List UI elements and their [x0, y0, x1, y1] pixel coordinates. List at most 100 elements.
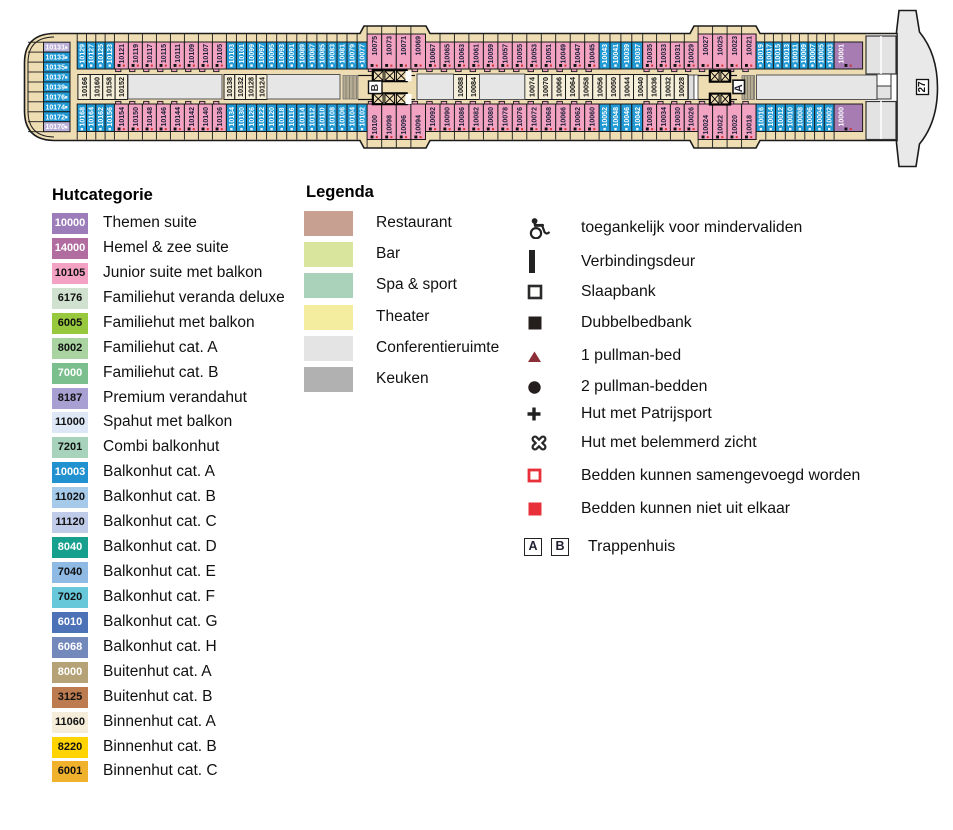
svg-text:10176: 10176	[46, 94, 66, 101]
svg-text:10061: 10061	[474, 44, 481, 64]
svg-text:10037: 10037	[635, 44, 642, 64]
svg-text:10064: 10064	[568, 77, 577, 97]
svg-text:10138: 10138	[225, 77, 234, 97]
svg-text:10126: 10126	[249, 107, 256, 127]
svg-text:10085: 10085	[319, 44, 326, 64]
svg-text:10043: 10043	[602, 44, 609, 64]
svg-text:10046: 10046	[624, 107, 631, 127]
svg-text:10058: 10058	[582, 77, 591, 97]
svg-text:10174: 10174	[46, 104, 66, 111]
svg-text:10096: 10096	[401, 115, 408, 135]
svg-text:10040: 10040	[636, 77, 645, 97]
svg-text:10032: 10032	[663, 77, 672, 97]
svg-text:10083: 10083	[329, 44, 336, 64]
svg-text:10110: 10110	[319, 107, 326, 126]
svg-text:10136: 10136	[217, 107, 224, 127]
svg-text:10115: 10115	[161, 44, 168, 63]
svg-text:10125: 10125	[98, 44, 105, 64]
svg-text:10013: 10013	[784, 44, 791, 64]
svg-text:10162: 10162	[98, 107, 105, 127]
svg-text:10090: 10090	[445, 107, 452, 127]
svg-text:10050: 10050	[609, 77, 618, 97]
svg-text:10077: 10077	[360, 44, 367, 64]
svg-text:10134: 10134	[229, 107, 236, 127]
svg-text:10127: 10127	[89, 44, 96, 64]
svg-text:10103: 10103	[229, 44, 236, 64]
svg-text:10060: 10060	[589, 107, 596, 127]
svg-text:10104: 10104	[350, 107, 357, 127]
svg-text:10041: 10041	[613, 44, 620, 64]
svg-text:10005: 10005	[819, 44, 826, 64]
svg-text:10066: 10066	[555, 77, 564, 97]
svg-text:10065: 10065	[445, 44, 452, 64]
svg-text:10130: 10130	[239, 107, 246, 127]
svg-text:10079: 10079	[350, 44, 357, 64]
svg-text:10069: 10069	[416, 36, 423, 56]
svg-text:27: 27	[917, 81, 928, 93]
svg-text:10024: 10024	[703, 115, 710, 135]
svg-text:10031: 10031	[675, 44, 682, 64]
svg-text:10053: 10053	[532, 44, 539, 64]
svg-text:10146: 10146	[161, 107, 168, 127]
svg-text:10055: 10055	[517, 44, 524, 64]
svg-text:10018: 10018	[746, 115, 753, 135]
svg-text:10020: 10020	[732, 115, 739, 135]
svg-text:10073: 10073	[387, 36, 394, 56]
svg-text:10109: 10109	[189, 44, 196, 64]
svg-text:10168: 10168	[79, 107, 86, 127]
svg-text:10075: 10075	[372, 36, 379, 56]
svg-text:10091: 10091	[289, 44, 296, 64]
svg-text:10042: 10042	[635, 107, 642, 127]
svg-text:10088: 10088	[456, 77, 465, 97]
svg-text:10025: 10025	[717, 36, 724, 56]
svg-text:10001: 10001	[839, 44, 846, 64]
svg-text:10048: 10048	[613, 107, 620, 127]
svg-text:10068: 10068	[546, 107, 553, 127]
svg-text:10056: 10056	[595, 77, 604, 97]
svg-text:10036: 10036	[650, 77, 659, 97]
svg-text:10120: 10120	[269, 107, 276, 127]
svg-text:10062: 10062	[575, 107, 582, 127]
svg-text:10006: 10006	[807, 107, 814, 127]
svg-text:10009: 10009	[801, 44, 808, 64]
svg-text:10133: 10133	[46, 55, 66, 62]
svg-text:10122: 10122	[259, 107, 266, 127]
svg-text:10128: 10128	[247, 77, 256, 97]
svg-text:10039: 10039	[624, 44, 631, 64]
svg-text:10100: 10100	[372, 115, 379, 135]
svg-text:10084: 10084	[469, 77, 478, 97]
svg-text:10012: 10012	[778, 107, 785, 127]
svg-text:10052: 10052	[602, 107, 609, 127]
svg-text:10071: 10071	[401, 36, 408, 56]
svg-text:10101: 10101	[239, 44, 246, 64]
svg-text:10010: 10010	[788, 107, 795, 127]
svg-text:10026: 10026	[689, 107, 696, 127]
svg-text:10023: 10023	[732, 36, 739, 56]
svg-text:10139: 10139	[46, 84, 66, 91]
svg-text:10108: 10108	[329, 107, 336, 127]
svg-text:10067: 10067	[430, 44, 437, 64]
svg-text:10070: 10070	[541, 77, 550, 97]
svg-text:10105: 10105	[217, 44, 224, 64]
svg-text:10119: 10119	[133, 44, 140, 63]
svg-text:10015: 10015	[775, 44, 782, 64]
svg-text:10033: 10033	[661, 44, 668, 64]
svg-text:10044: 10044	[623, 77, 632, 97]
svg-text:10081: 10081	[340, 44, 347, 64]
svg-text:10121: 10121	[119, 44, 126, 64]
svg-text:10087: 10087	[309, 44, 316, 64]
svg-text:10078: 10078	[503, 107, 510, 127]
svg-text:10082: 10082	[474, 107, 481, 127]
svg-text:10154: 10154	[119, 107, 126, 127]
svg-text:10106: 10106	[340, 107, 347, 127]
svg-text:10074: 10074	[527, 77, 536, 97]
svg-text:10049: 10049	[561, 44, 568, 64]
svg-text:10047: 10047	[575, 44, 582, 64]
svg-text:10021: 10021	[746, 36, 753, 56]
svg-text:B: B	[369, 84, 381, 92]
svg-text:10172: 10172	[46, 114, 66, 121]
svg-text:10092: 10092	[430, 107, 437, 127]
svg-text:10007: 10007	[810, 44, 817, 64]
svg-text:10017: 10017	[767, 44, 774, 64]
svg-text:10123: 10123	[107, 44, 114, 64]
